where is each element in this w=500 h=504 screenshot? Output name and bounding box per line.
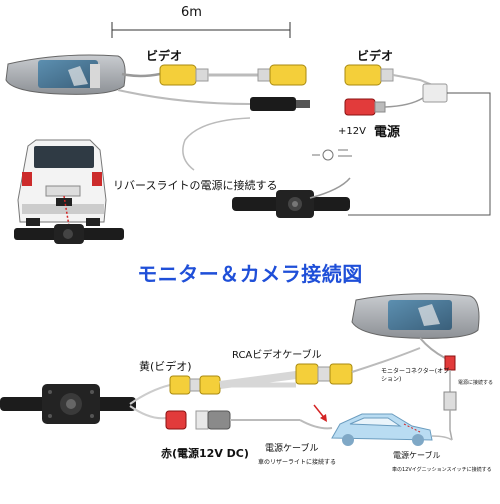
power-label: 電源: [374, 125, 401, 140]
mirror-monitor-bottom: [351, 293, 480, 339]
video-label-right: ビデオ: [357, 49, 394, 63]
rca-yellow-connector-top-right: [344, 64, 394, 86]
car-side-illustration: [331, 413, 433, 446]
splitter-box: [422, 83, 448, 103]
car-rear-illustration: [17, 139, 107, 238]
length-dimension: [111, 22, 291, 38]
power-cable-center-note: 車のリザーライトに接続する: [258, 459, 337, 466]
reverse-light-note: リバースライトの電源に接続する: [113, 179, 278, 192]
plus-12v-label: +12V: [338, 126, 366, 137]
power-cable-right-label: 電源ケーブル: [393, 451, 441, 460]
monitor-power-note: 電源に接続する: [458, 380, 494, 386]
diagram-title: モニター＆カメラ接続図: [137, 262, 363, 286]
monitor-connector-label: モニターコネクター(オプション): [381, 368, 450, 383]
rca-yellow-connector-top-middle: [257, 64, 307, 86]
rca-yellow-bottom-left: [169, 375, 221, 395]
rca-yellow-connector-top-left: [159, 64, 209, 86]
power-cable-center-label: 電源ケーブル: [265, 444, 319, 454]
camera-small-left: [14, 224, 124, 244]
ignition-note: 車の12Vイグニッションスイッチに接続する: [392, 467, 492, 473]
mirror-monitor-top: [5, 54, 126, 95]
camera-top-right: [232, 177, 351, 218]
monitor-power-plug: [443, 391, 457, 411]
rca-video-cable-label: RCAビデオケーブル: [232, 350, 322, 361]
ground-symbol: [312, 149, 352, 161]
rca-red-connector-top: [344, 98, 386, 116]
rca-yellow-bottom-right: [295, 363, 353, 385]
camera-bottom: [0, 384, 136, 424]
video-label-left: ビデオ: [146, 49, 183, 63]
cable-length-label: 6m: [181, 5, 202, 20]
rca-red-gray-bottom: [165, 410, 231, 430]
power-connector-top: [250, 97, 310, 111]
yellow-video-label: 黄(ビデオ): [139, 360, 192, 373]
red-power-label: 赤(電源12V DC): [161, 447, 249, 460]
